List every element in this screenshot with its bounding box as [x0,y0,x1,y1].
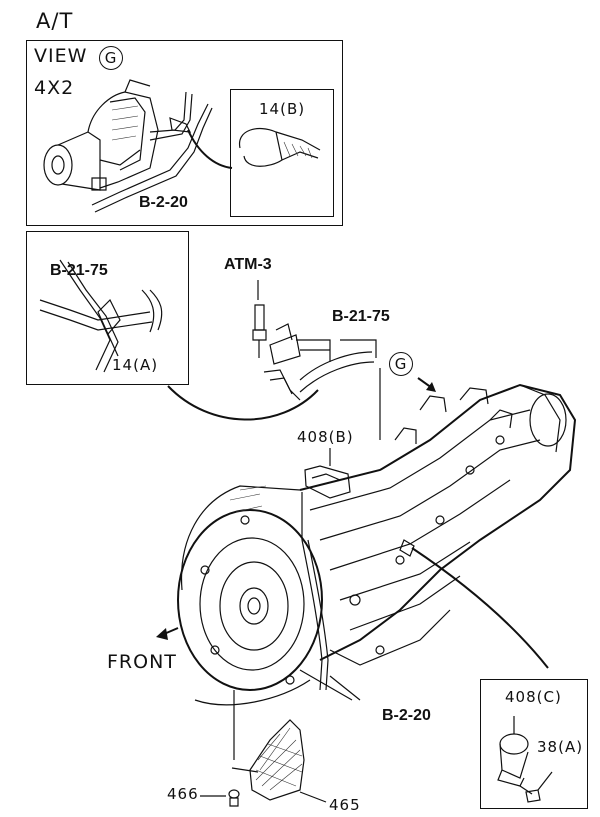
cable-tie-14b-sketch [239,127,321,167]
view-g-transmission-sketch [43,79,233,213]
ref-b-2-20-main: B-2-20 [382,707,431,724]
leader-b-2-20-main [299,669,361,701]
transmission-type-label: A/T [36,9,74,33]
leader-to-408c [411,547,549,669]
part-38a-label: 38(A) [537,738,584,756]
shield-465-sketch [200,690,327,807]
circled-letter-icon: G [99,46,123,70]
atm-3-switch-sketch [252,280,381,440]
front-label: FRONT [107,651,177,673]
drive-label: 4X2 [34,77,75,99]
circled-letter-icon: G [389,352,413,376]
atm-3-label: ATM-3 [224,256,272,273]
view-label: VIEW [34,45,88,67]
part-408b-label: 408(B) [297,428,354,446]
clamp-408c-sketch [497,716,553,803]
view-g-panel: VIEW 4X2 B-2-20 14(B) [26,40,343,226]
part-408c-label: 408(C) [505,688,562,706]
view-letter: G [104,49,118,67]
front-arrow-head [156,628,168,640]
direction-arrow-head [426,382,436,392]
leader-clip-to-main [167,385,319,421]
transmission-assembly-sketch [177,383,577,706]
bracket-408b-sketch [301,448,351,540]
clip-14a-sketch [39,259,163,373]
part-14a-label: 14(A) [112,356,159,374]
part-466-label: 466 [167,785,199,803]
inset-14b-box: 14(B) [230,89,334,217]
ref-b-2-20-top: B-2-20 [139,194,188,211]
part-14b-label: 14(B) [259,100,306,118]
detail-408c-panel: 408(C) 38(A) [480,679,588,809]
ref-b-21-75-main: B-21-75 [332,308,390,325]
part-465-label: 465 [329,796,361,814]
view-marker-letter: G [394,355,408,373]
